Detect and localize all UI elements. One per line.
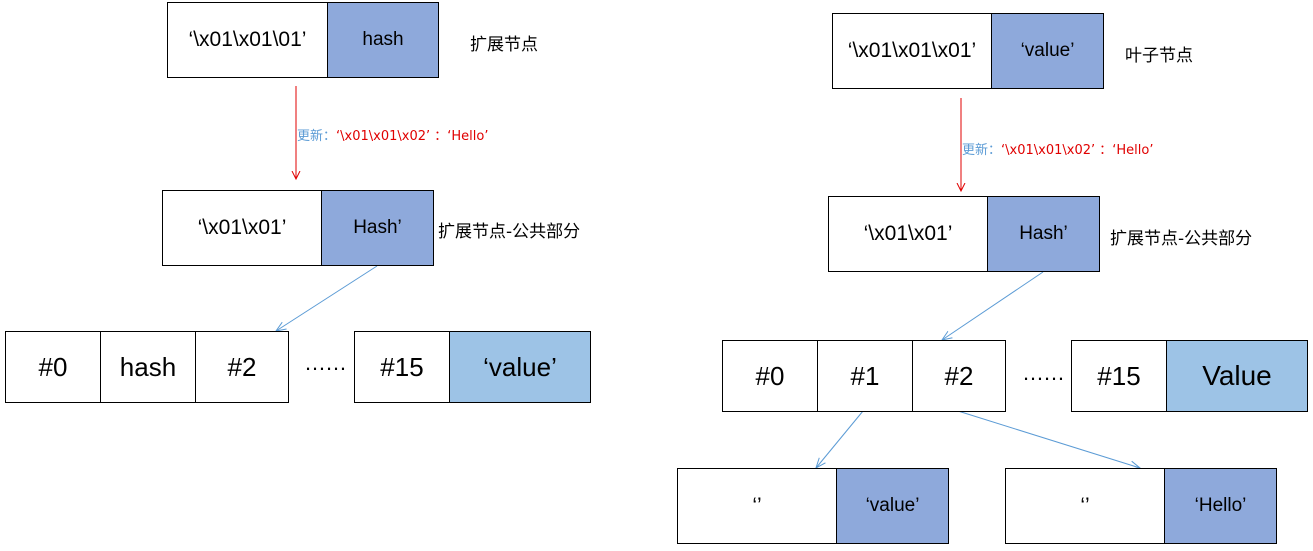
right-branch-ellipsis: …… xyxy=(1022,360,1065,385)
right-update-text: 更新：‘\x01\x01\x02’ ：‘Hello’ xyxy=(962,143,1154,158)
left-branch-cell-0: #0 xyxy=(38,351,68,382)
left-top-label: 扩展节点 xyxy=(470,35,538,55)
right-top-value: ‘value’ xyxy=(991,14,1103,88)
left-branch-cell-15: #15 xyxy=(380,351,424,382)
left-mid-label: 扩展节点-公共部分 xyxy=(438,222,581,242)
right-hash-link xyxy=(942,271,1044,340)
left-branch-value: ‘value’ xyxy=(449,332,590,402)
right-leaf-node: ‘\x01\x01\x01’ ‘value’ xyxy=(832,13,1104,89)
right-mid-value: Hash’ xyxy=(987,197,1099,271)
right-branch-cell-0: #0 xyxy=(755,360,785,391)
right-branch-node-a: #0 #1 #2 xyxy=(722,340,1006,412)
right-branch1-link xyxy=(816,410,864,468)
right-leaf-node-2: ‘’ ‘Hello’ xyxy=(1005,468,1277,544)
right-leaf1-key: ‘’ xyxy=(752,494,762,517)
left-branch-cell-1: hash xyxy=(100,332,195,402)
right-branch-value: Value xyxy=(1166,341,1307,411)
right-top-label: 叶子节点 xyxy=(1125,46,1193,66)
right-mid-label: 扩展节点-公共部分 xyxy=(1110,229,1253,249)
left-branch-ellipsis: …… xyxy=(304,350,347,375)
right-leaf2-key: ‘’ xyxy=(1080,494,1090,517)
left-top-value: hash xyxy=(327,3,438,77)
left-top-key: ‘\x01\x01\01’ xyxy=(188,28,307,51)
right-leaf-node-1: ‘’ ‘value’ xyxy=(677,468,949,544)
right-leaf2-value: ‘Hello’ xyxy=(1164,469,1276,543)
right-mid-key: ‘\x01\x01’ xyxy=(863,222,953,245)
left-update-text: 更新：‘\x01\x01\x02’ ：‘Hello’ xyxy=(297,129,489,144)
right-branch2-link xyxy=(957,410,1140,468)
right-top-key: ‘\x01\x01\x01’ xyxy=(847,39,977,62)
right-branch-node-b: #15 Value xyxy=(1071,340,1308,412)
left-branch-cell-2: #2 xyxy=(195,332,288,402)
left-mid-value: Hash’ xyxy=(321,191,433,265)
right-leaf1-value: ‘value’ xyxy=(836,469,948,543)
left-common-node: ‘\x01\x01’ Hash’ xyxy=(162,190,434,266)
left-branch-node-a: #0 hash #2 xyxy=(5,331,289,403)
left-extension-node: ‘\x01\x01\01’ hash xyxy=(167,2,439,78)
left-branch-node-b: #15 ‘value’ xyxy=(354,331,591,403)
right-branch-cell-1: #1 xyxy=(817,341,912,411)
right-common-node: ‘\x01\x01’ Hash’ xyxy=(828,196,1100,272)
left-mid-key: ‘\x01\x01’ xyxy=(197,216,287,239)
right-branch-cell-2: #2 xyxy=(912,341,1005,411)
right-branch-cell-15: #15 xyxy=(1097,360,1141,391)
left-hash-link xyxy=(276,265,378,331)
